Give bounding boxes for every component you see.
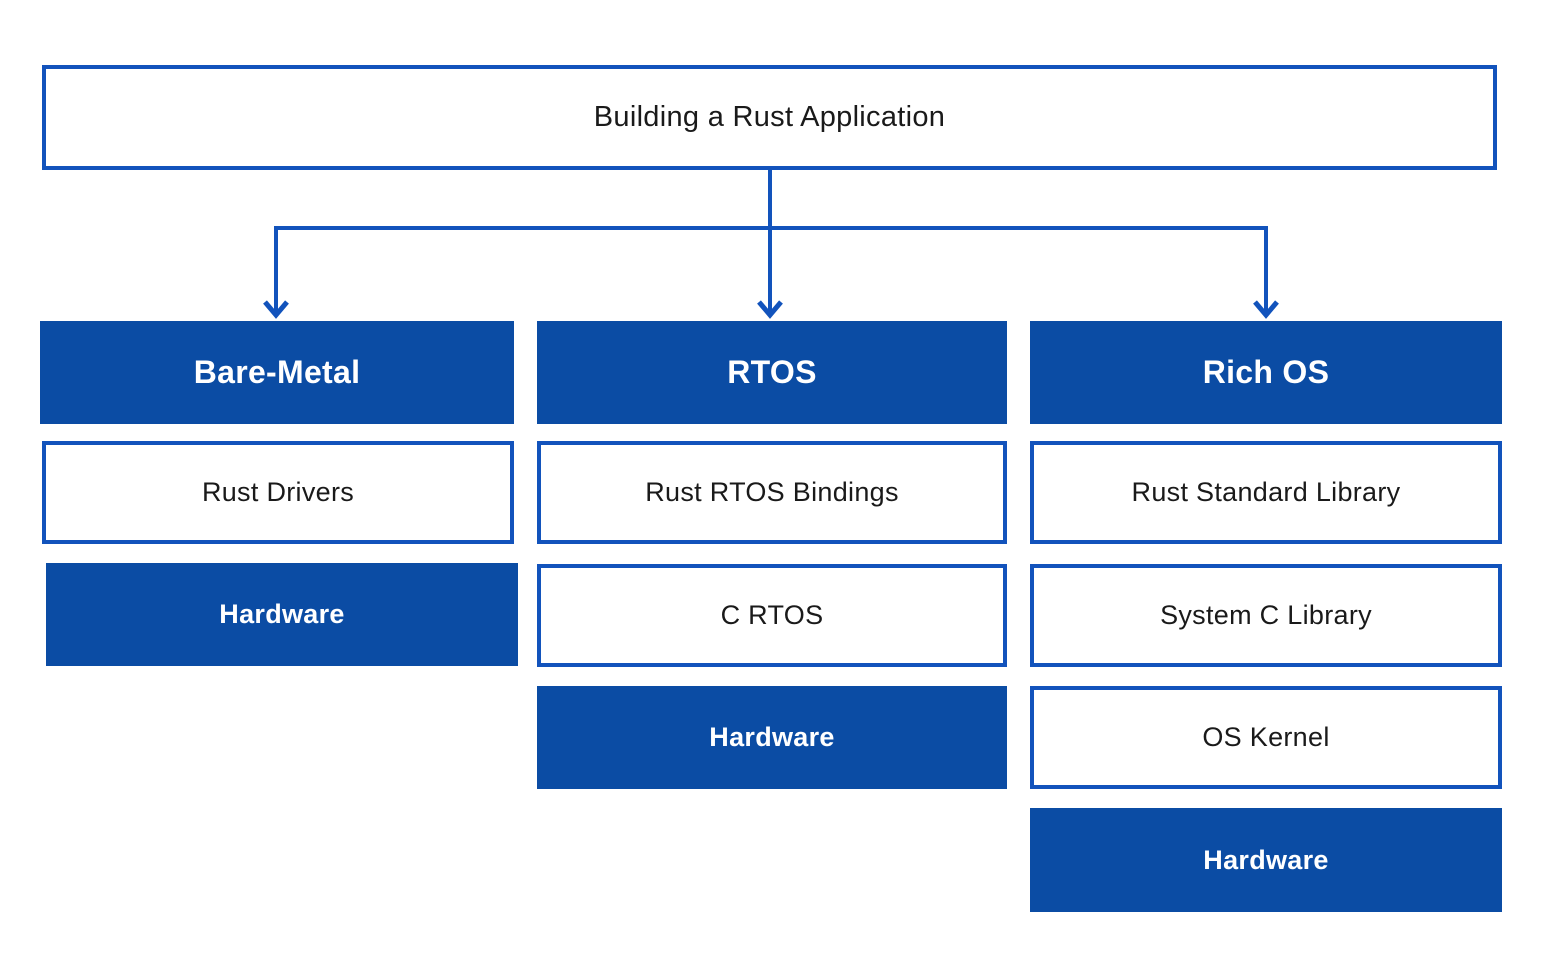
node-rust-drivers: Rust Drivers [42, 441, 514, 544]
rust-drivers-label: Rust Drivers [201, 477, 355, 507]
root-node-label: Building a Rust Application [593, 101, 946, 133]
rich-os-header-label: Rich OS [1202, 354, 1330, 390]
node-hardware-rich-os: Hardware [1030, 808, 1502, 912]
os-kernel-label: OS Kernel [1202, 722, 1330, 752]
node-rich-os-header: Rich OS [1030, 321, 1502, 424]
node-rust-rtos-bindings: Rust RTOS Bindings [537, 441, 1007, 544]
rtos-header-label: RTOS [727, 354, 817, 390]
hardware-bare-metal-label: Hardware [219, 599, 345, 629]
hardware-rtos-label: Hardware [709, 722, 835, 752]
root-node-building-a-rust-application: Building a Rust Application [42, 65, 1497, 170]
c-rtos-label: C RTOS [720, 600, 824, 630]
node-os-kernel: OS Kernel [1030, 686, 1502, 789]
arrowhead-bare-metal [263, 300, 289, 319]
rust-rtos-bindings-label: Rust RTOS Bindings [645, 477, 899, 507]
node-system-c-library: System C Library [1030, 564, 1502, 667]
node-hardware-bare-metal: Hardware [46, 563, 518, 666]
node-c-rtos: C RTOS [537, 564, 1007, 667]
system-c-library-label: System C Library [1160, 600, 1372, 630]
arrowhead-rtos [757, 300, 783, 319]
bare-metal-header-label: Bare-Metal [193, 354, 361, 390]
node-bare-metal-header: Bare-Metal [40, 321, 514, 424]
node-rtos-header: RTOS [537, 321, 1007, 424]
arrowhead-rich-os [1253, 300, 1279, 319]
node-hardware-rtos: Hardware [537, 686, 1007, 789]
node-rust-standard-library: Rust Standard Library [1030, 441, 1502, 544]
hardware-rich-os-label: Hardware [1203, 844, 1329, 875]
rust-standard-library-label: Rust Standard Library [1131, 477, 1401, 507]
